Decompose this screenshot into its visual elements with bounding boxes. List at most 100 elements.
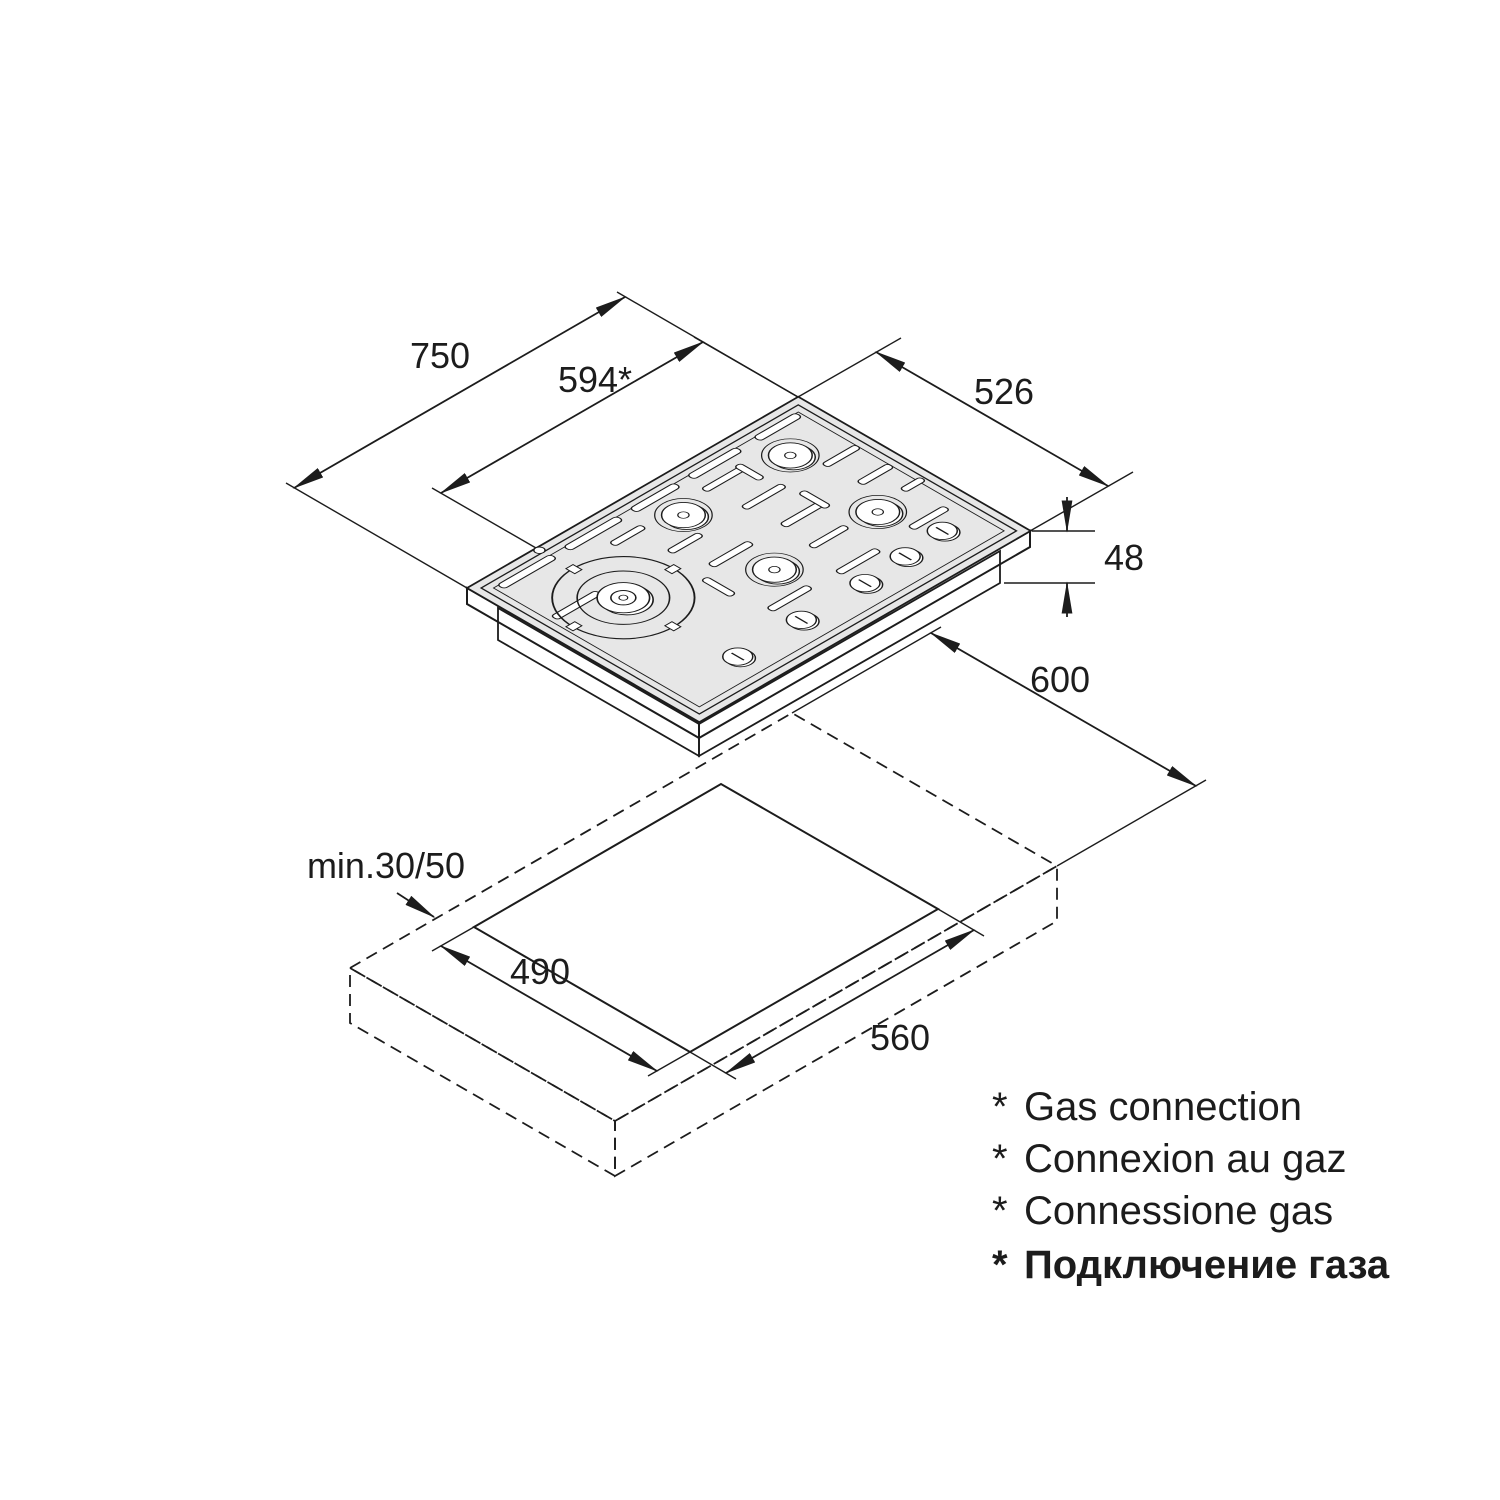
grate-bar: [754, 413, 802, 441]
dimension-min-clearance: min.30/50: [307, 845, 465, 918]
hob-top-surface: [465, 395, 1033, 724]
dimension-line: [439, 945, 659, 1072]
ring-tab: [663, 563, 682, 575]
grate-bar: [808, 525, 849, 549]
knob: [785, 610, 820, 631]
burner: [848, 495, 908, 529]
grate-bar: [908, 506, 949, 530]
wok-inner-ring: [576, 570, 671, 625]
grate-bar: [735, 463, 764, 481]
grate-bar: [667, 532, 703, 554]
extension-line: [647, 1051, 691, 1077]
counter-left-face: [349, 966, 616, 1178]
countertop-drawing: [348, 711, 1059, 1178]
gas-hob-drawing: [465, 395, 1033, 758]
grate-bar: [701, 577, 736, 597]
standard-burners: [654, 438, 908, 587]
legend-label: Подключение газа: [1024, 1243, 1390, 1287]
asterisk-marker: *: [992, 1189, 1008, 1233]
knob-slot: [858, 579, 872, 588]
dimension-label-600: 600: [1030, 659, 1090, 700]
knob-slot: [898, 552, 913, 561]
burner: [654, 498, 713, 533]
legend-line-connexion-au-gaz: * Connexion au gaz: [992, 1137, 1346, 1181]
dimension-label-48: 48: [1104, 537, 1144, 578]
knob: [722, 647, 757, 668]
extension-line: [1029, 471, 1134, 532]
extension-line: [791, 626, 942, 714]
leader-arrow: [396, 892, 436, 918]
knob: [889, 547, 924, 567]
hob-burner-box: [497, 549, 1001, 758]
grate-bar: [708, 541, 754, 568]
burner-center: [871, 508, 885, 516]
control-knobs: [722, 521, 961, 668]
dimension-label-750: 750: [410, 335, 470, 376]
dimension-560: 560: [689, 908, 985, 1080]
burner-cap: [660, 502, 707, 529]
counter-cutout: [472, 782, 941, 1054]
ring-tab: [564, 563, 583, 575]
extension-line: [431, 926, 475, 952]
dimension-label-594: 594*: [558, 359, 632, 400]
dimension-line: [929, 632, 1198, 787]
burner-box-right-face: [698, 549, 1001, 758]
grate-pattern: [498, 413, 949, 620]
burner-bowl: [654, 498, 713, 533]
burner: [760, 438, 820, 473]
ring-tab: [564, 621, 583, 632]
burner-cap: [751, 556, 798, 583]
burner-cap: [855, 498, 901, 526]
asterisk-marker: *: [992, 1085, 1008, 1129]
asterisk-marker: *: [992, 1137, 1008, 1181]
burner-center: [768, 566, 781, 574]
legend-label: Connexion au gaz: [1024, 1137, 1346, 1181]
knob: [926, 521, 961, 542]
grate-bar: [822, 445, 861, 467]
grate-bar: [835, 548, 881, 575]
knob: [849, 574, 884, 594]
dimension-line: [724, 929, 976, 1074]
counter-right-face: [614, 864, 1058, 1178]
knob-slot: [935, 526, 950, 535]
burner-bowl: [848, 495, 908, 529]
extension-line: [285, 482, 468, 589]
burner-cap: [767, 442, 813, 469]
dimensions-layer: 750 594* 526 48 600: [285, 291, 1207, 1080]
dimension-label-490: 490: [510, 951, 570, 992]
grate-bar: [610, 525, 646, 546]
legend-line-gas-ru: * Подключение газа: [992, 1243, 1390, 1287]
grate-bar: [564, 516, 623, 551]
dimension-label-560: 560: [870, 1017, 930, 1058]
grate-bar: [767, 585, 813, 612]
burner-center: [677, 511, 690, 519]
extension-line: [1056, 779, 1207, 867]
extension-line: [937, 908, 985, 937]
legend-label: Gas connection: [1024, 1085, 1302, 1129]
legend-label: Connessione gas: [1024, 1189, 1333, 1233]
legend: * Gas connection * Connexion au gaz * Conne…: [992, 1085, 1390, 1287]
grate-bar: [741, 483, 786, 510]
dimension-line: [874, 351, 1110, 487]
dimension-594: 594*: [431, 336, 799, 549]
legend-line-connessione-gas: * Connessione gas: [992, 1189, 1333, 1233]
knob-slot: [730, 652, 745, 661]
ring-tab: [663, 621, 682, 632]
extension-line: [693, 336, 799, 398]
extension-line: [689, 1051, 737, 1080]
dimension-526: 526: [797, 337, 1134, 532]
burner: [745, 552, 804, 587]
wok-burner-center: [618, 594, 629, 601]
extension-line: [797, 337, 902, 398]
grate-bar: [498, 554, 557, 589]
burner-bowl: [760, 438, 820, 473]
dimension-line: [439, 341, 705, 494]
wok-burner: [551, 556, 696, 640]
wok-burner-cap: [610, 590, 637, 606]
legend-line-gas-connection: * Gas connection: [992, 1085, 1302, 1129]
dimension-label-526: 526: [974, 371, 1034, 412]
grate-bar: [799, 490, 831, 509]
burner-center: [784, 451, 797, 460]
asterisk-marker: *: [992, 1243, 1008, 1287]
